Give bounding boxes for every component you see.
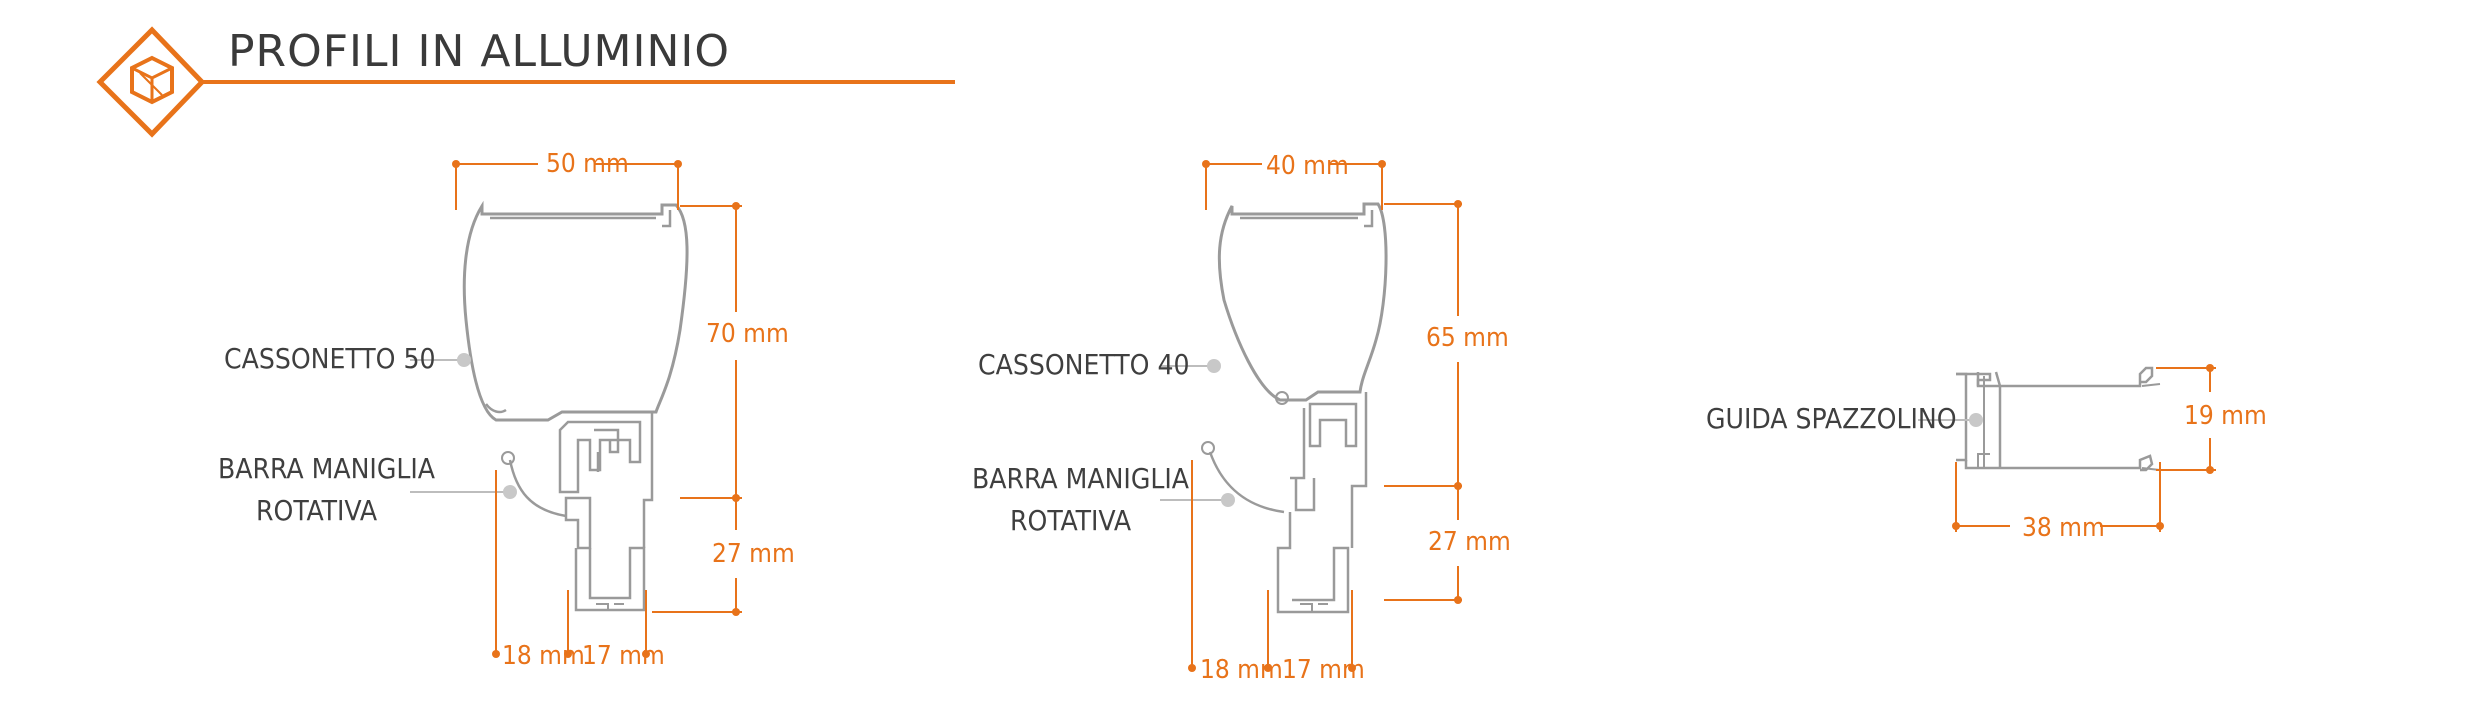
dim-40-height-bar: 27 mm	[1428, 527, 1511, 557]
profile-cassonetto-40	[1201, 202, 1388, 614]
dim-guida-width: 38 mm	[2022, 513, 2105, 543]
dim-40-height-box: 65 mm	[1426, 323, 1509, 353]
guida-spazzolino-outline	[1956, 366, 2154, 388]
dim-guida-height: 19 mm	[2184, 401, 2267, 431]
dim-40-bottom-left: 18 mm	[1200, 655, 1283, 685]
dimensions-cassonetto-40	[1188, 160, 1462, 672]
label-barra-maniglia-50-line2: ROTATIVA	[256, 494, 378, 527]
dim-40-width: 40 mm	[1266, 151, 1349, 181]
profile-guida-spazzolino	[1956, 366, 2161, 472]
cassonetto-50-outline	[462, 200, 689, 422]
profile-cassonetto-50	[462, 200, 689, 612]
dim-50-height-bar: 27 mm	[712, 539, 795, 569]
marker-dot	[1207, 359, 1221, 373]
page-title: PROFILI IN ALLUMINIO	[228, 26, 730, 77]
label-barra-maniglia-40-line1: BARRA MANIGLIA	[972, 462, 1190, 495]
barra-maniglia-50-outline	[558, 420, 642, 494]
dim-50-width: 50 mm	[546, 149, 629, 179]
label-cassonetto-40: CASSONETTO 40	[978, 348, 1190, 381]
profile-cube-icon	[96, 26, 206, 138]
dim-50-bottom-right: 17 mm	[582, 641, 665, 671]
label-cassonetto-50: CASSONETTO 50	[224, 342, 436, 375]
dim-50-bottom-left: 18 mm	[502, 641, 585, 671]
marker-dot	[457, 353, 471, 367]
barra-maniglia-40-outline	[1308, 402, 1358, 448]
dim-50-height-box: 70 mm	[706, 319, 789, 349]
label-barra-maniglia-50-line1: BARRA MANIGLIA	[218, 452, 436, 485]
cassonetto-40-outline	[1217, 202, 1388, 402]
marker-dot	[1221, 493, 1235, 507]
marker-dot	[1969, 413, 1983, 427]
dim-40-bottom-right: 17 mm	[1282, 655, 1365, 685]
label-guida-spazzolino: GUIDA SPAZZOLINO	[1706, 402, 1957, 435]
dimensions-guida-spazzolino	[1952, 364, 2216, 532]
label-barra-maniglia-40-line2: ROTATIVA	[1010, 504, 1132, 537]
marker-dot	[503, 485, 517, 499]
dimensions-cassonetto-50	[452, 160, 742, 658]
